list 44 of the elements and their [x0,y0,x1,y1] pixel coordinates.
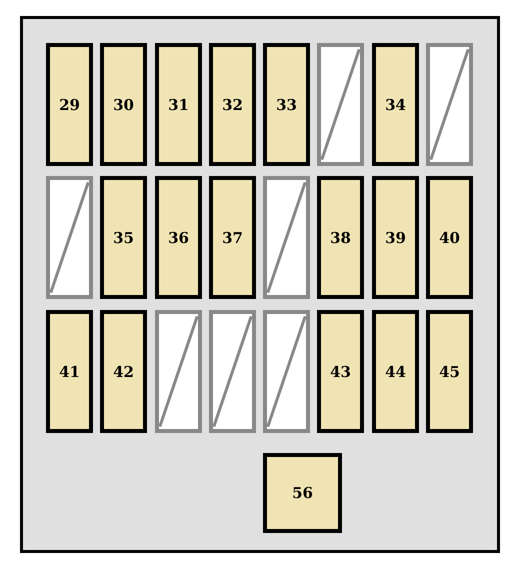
fuse-slot [155,176,202,299]
empty-slot [426,43,473,166]
fuse-number: 43 [330,362,351,380]
empty-slot [155,310,202,433]
fuse-number: 35 [113,228,134,246]
fuse-box-panel [20,16,500,553]
fuse-slot [426,176,473,299]
fuse-slot [209,176,256,299]
fuse-number: 33 [276,96,297,114]
fuse-slot [100,310,147,433]
fuse-slot [372,310,419,433]
fuse-slot [263,453,342,533]
fuse-number: 36 [168,228,189,246]
fuse-number: 31 [168,96,189,114]
fuse-slot [100,176,147,299]
fuse-slot [46,43,93,166]
fuse-number: 42 [113,362,134,380]
fuse-number: 34 [385,96,406,114]
empty-slot [263,176,310,299]
fuse-number: 29 [59,96,80,114]
empty-slot [317,43,364,166]
fuse-number: 32 [222,96,243,114]
fuse-number: 30 [113,96,134,114]
fuse-slot [426,310,473,433]
fuse-number: 40 [439,228,460,246]
fuse-number: 37 [222,228,243,246]
empty-slot [46,176,93,299]
fuse-slot [263,43,310,166]
empty-slot [209,310,256,433]
fuse-slot [155,43,202,166]
fuse-slot [372,176,419,299]
fuse-number: 38 [330,228,351,246]
fuse-slot [317,310,364,433]
fuse-number: 45 [439,362,460,380]
fuse-number: 41 [59,362,80,380]
fuse-slot [100,43,147,166]
empty-slot [263,310,310,433]
fuse-number: 56 [292,484,313,502]
fuse-number: 39 [385,228,406,246]
fuse-slot [46,310,93,433]
fuse-number: 44 [385,362,406,380]
fuse-slot [317,176,364,299]
fuse-slot [372,43,419,166]
fuse-slot [209,43,256,166]
